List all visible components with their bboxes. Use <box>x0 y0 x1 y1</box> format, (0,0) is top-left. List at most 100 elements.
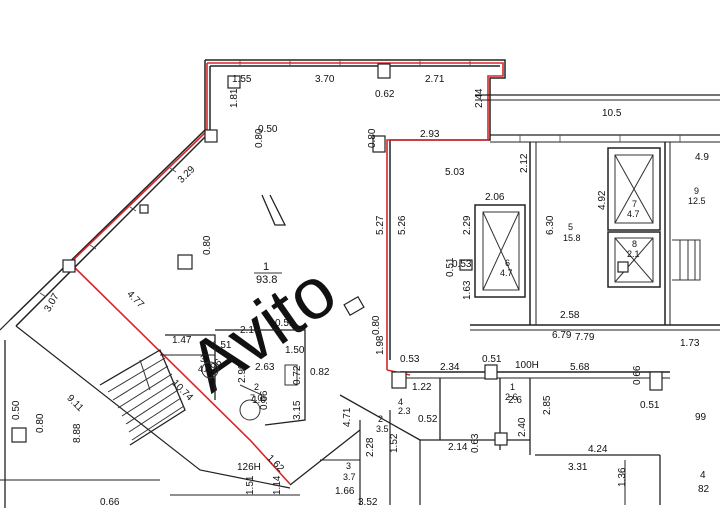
dim: 2.85 <box>542 395 553 415</box>
dim: 2.63 <box>255 362 275 373</box>
dim: 2.40 <box>517 417 528 437</box>
dim: 2.71 <box>425 74 445 85</box>
dim: 2.34 <box>440 362 460 373</box>
dim: 7.79 <box>575 332 595 343</box>
dim: 1.22 <box>412 382 432 393</box>
dim: 1.62 <box>264 453 286 475</box>
room-1-area: 93.8 <box>256 274 277 286</box>
dim: 0.66 <box>100 497 120 508</box>
dim: 0.63 <box>470 433 481 453</box>
dim: 0.62 <box>375 89 395 100</box>
dim: 2.99 <box>237 363 248 383</box>
room-2-area: 7.0 <box>250 393 263 403</box>
room-8-number: 8 <box>632 239 637 249</box>
dim: 0.51 <box>640 400 660 411</box>
dim: 3.70 <box>315 74 335 85</box>
room-1-number: 1 <box>263 261 269 273</box>
dim: 1.0 <box>252 395 266 406</box>
room-2-number: 2 <box>254 382 259 392</box>
dim: 4.24 <box>588 444 608 455</box>
dim: 0.51 <box>445 257 456 277</box>
right-block <box>470 94 720 331</box>
columns <box>11 63 663 446</box>
dim: 0.50 <box>258 124 278 135</box>
dim: 126H <box>237 462 261 473</box>
dim: 4.71 <box>342 407 353 427</box>
dim: 2.16 <box>240 325 260 336</box>
lower-right-rooms <box>289 371 670 505</box>
room-7-number: 7 <box>632 199 637 209</box>
dim: 0.52 <box>418 414 438 425</box>
dim: 1.55 <box>232 74 252 85</box>
dim: 1.51 <box>245 475 256 495</box>
room-3b-area: 3.7 <box>343 472 356 482</box>
dim: 6.30 <box>545 215 556 235</box>
dim: 1.14 <box>272 475 283 495</box>
room-5-area: 15.8 <box>563 233 581 243</box>
dim: 4.77 <box>124 289 146 311</box>
room-9-area: 12.5 <box>688 196 706 206</box>
dimension-labels: 1.55 3.70 2.71 0.62 1.81 2.44 0.50 0.80 … <box>11 74 710 508</box>
dim: 1.50 <box>285 345 305 356</box>
room-8-area: 2.1 <box>627 249 640 259</box>
dim: 99 <box>695 412 707 423</box>
dim: 3.07 <box>42 291 61 314</box>
dim: 0.50 <box>11 400 22 420</box>
room-5-number: 5 <box>568 222 573 232</box>
dim: 0.80 <box>367 128 378 148</box>
room-2b-area: 3.5 <box>376 424 389 434</box>
dim: 3.52 <box>358 497 378 508</box>
room-1b-area: 2.6 <box>505 392 518 402</box>
dim: 0.66 <box>259 390 270 410</box>
dim: 1.66 <box>335 486 355 497</box>
dim: 1.52 <box>389 433 400 453</box>
room-6-area: 4.7 <box>500 268 513 278</box>
dim: 2.6 <box>508 395 522 406</box>
dim: 0.72 <box>292 365 303 385</box>
dim: 1.63 <box>462 280 473 300</box>
small-rooms <box>160 329 306 426</box>
dim: 5.68 <box>570 362 590 373</box>
room-1b-number: 1 <box>510 382 515 392</box>
dim: 0.53 <box>452 259 472 270</box>
room-3-area: 4.0 <box>198 364 211 374</box>
dim: 3.31 <box>568 462 588 473</box>
dim: 2.58 <box>560 310 580 321</box>
dim: 0.80 <box>371 315 382 335</box>
room-3b-number: 3 <box>346 461 351 471</box>
room-7-area: 4.7 <box>627 209 640 219</box>
dim: 1.98 <box>375 335 386 355</box>
dim: 4.92 <box>597 190 608 210</box>
dim: 1.36 <box>617 467 628 487</box>
room-4-area: 2.3 <box>398 406 411 416</box>
dim: 1.47 <box>172 335 192 346</box>
room-4-number: 4 <box>398 397 403 407</box>
dim: 0.66 <box>632 365 643 385</box>
dim: 5.03 <box>445 167 465 178</box>
room-labels: 1 93.8 2 7.0 3 4.0 4 2.3 5 15.8 6 4.7 7 … <box>198 186 706 482</box>
dim: 2.28 <box>365 437 376 457</box>
staircase-left <box>0 340 186 508</box>
dim: 5.27 <box>375 215 386 235</box>
room-2b-number: 2 <box>378 414 383 424</box>
dim: 82 <box>698 484 710 495</box>
dim: 2.14 <box>448 442 468 453</box>
dim: 1.81 <box>229 88 240 108</box>
dim: 10.5 <box>602 108 622 119</box>
dim: 1.73 <box>680 338 700 349</box>
dim: 4 <box>700 470 706 481</box>
dim: 100H <box>515 360 539 371</box>
dim: 0.51 <box>482 354 502 365</box>
dim: 2.93 <box>420 129 440 140</box>
dim: 3.29 <box>176 164 198 186</box>
room-3-number: 3 <box>200 354 205 364</box>
dim: 2.29 <box>462 215 473 235</box>
dim: 0.82 <box>310 367 330 378</box>
dim: 1.51 <box>212 340 232 351</box>
dim: 0.51 <box>275 318 295 329</box>
dim: 8.88 <box>72 423 83 443</box>
dim: 5.26 <box>397 215 408 235</box>
dim: 4.9 <box>695 152 709 163</box>
dim: 6.79 <box>552 330 572 341</box>
